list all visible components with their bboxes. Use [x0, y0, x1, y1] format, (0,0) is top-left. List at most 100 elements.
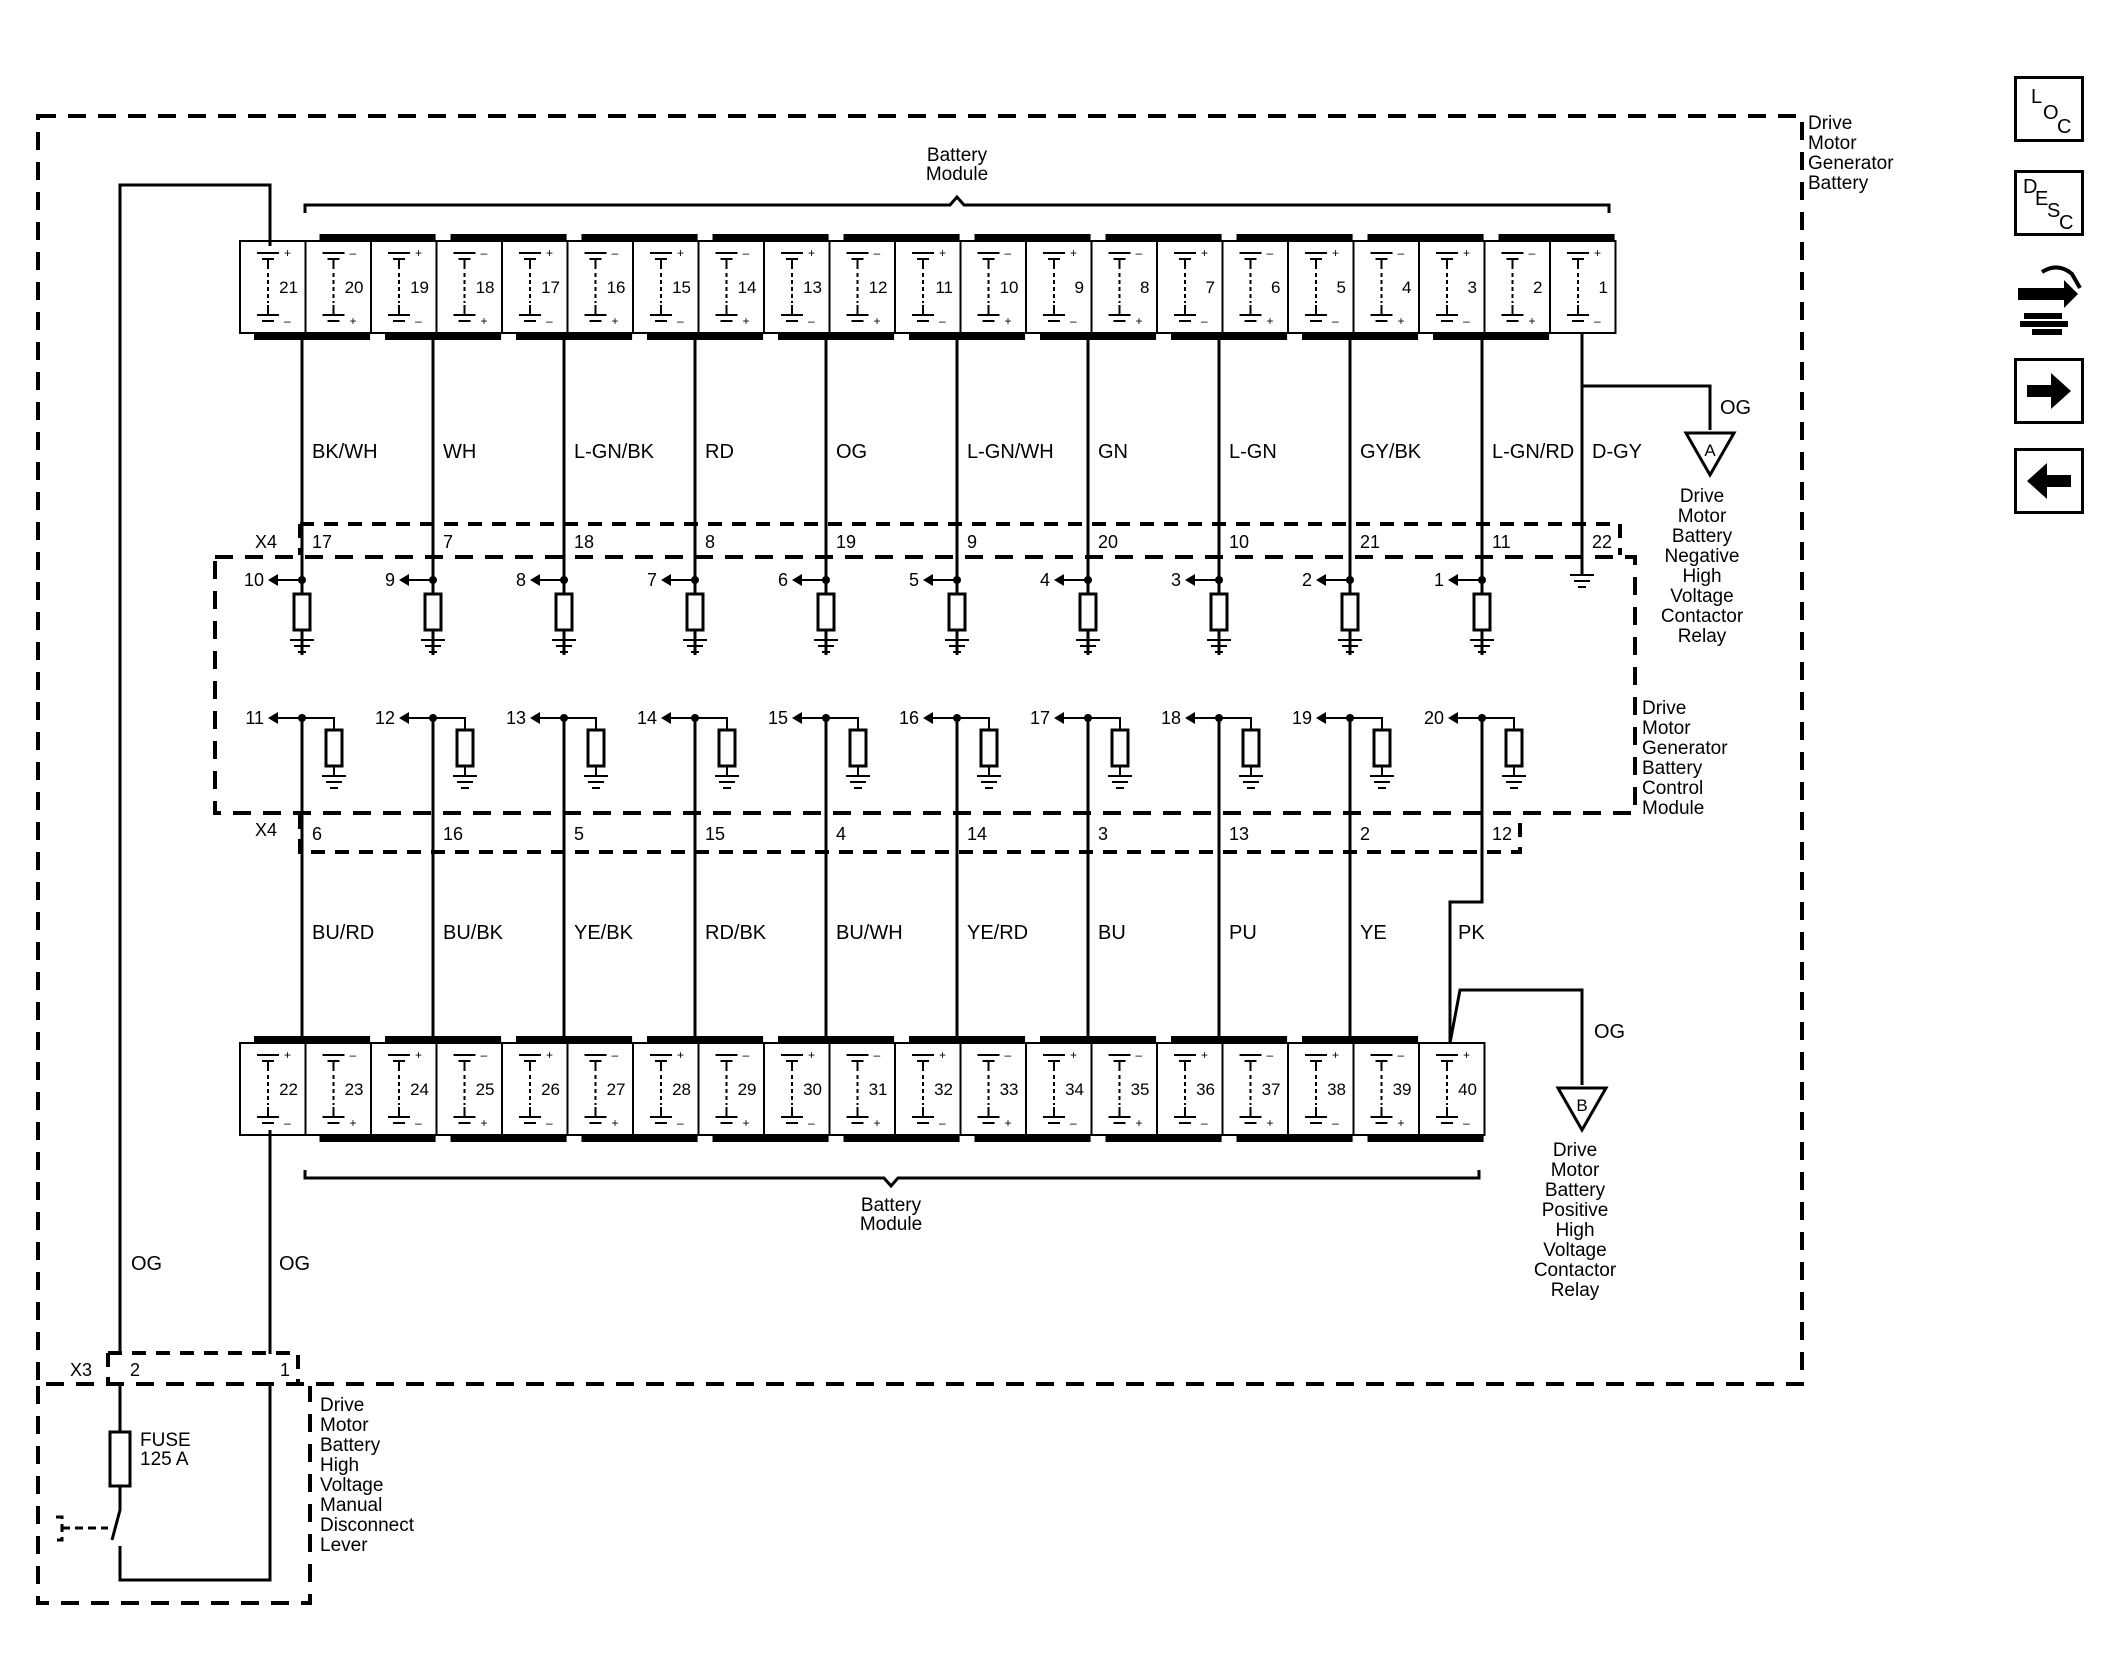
- ground-icon: [1239, 766, 1263, 789]
- resistor-icon: [1504, 728, 1524, 768]
- loc-icon: L O C: [2031, 86, 2071, 138]
- next-button[interactable]: [2014, 358, 2084, 424]
- x4-lower-connector-outline: [298, 815, 1522, 854]
- x4-pin-number: 3: [1098, 824, 1108, 844]
- cell-number: 19: [410, 278, 429, 297]
- svg-text:Drive: Drive: [1808, 113, 1852, 134]
- svg-text:–: –: [874, 246, 881, 260]
- ground-icon: [814, 630, 838, 653]
- svg-text:Drive: Drive: [1553, 1140, 1597, 1161]
- internal-pin-number: 6: [778, 570, 788, 590]
- connector-button[interactable]: [2014, 258, 2084, 340]
- x4-pin-number: 5: [574, 824, 584, 844]
- cell-number: 18: [476, 278, 495, 297]
- resistor-icon: [848, 728, 868, 768]
- wire-color-label: GN: [1098, 441, 1128, 463]
- previous-button[interactable]: [2014, 448, 2084, 514]
- x4-pin-number: 14: [967, 824, 987, 844]
- arrow-left-icon: [792, 574, 802, 586]
- svg-text:Voltage: Voltage: [1670, 586, 1733, 607]
- svg-text:Battery: Battery: [861, 1195, 922, 1216]
- left-return-wire: [118, 183, 272, 1354]
- svg-text:High: High: [1682, 566, 1721, 587]
- svg-text:+: +: [481, 1116, 488, 1130]
- svg-text:S: S: [2047, 200, 2060, 222]
- cell-number: 7: [1206, 278, 1215, 297]
- svg-text:+: +: [1529, 314, 1536, 328]
- svg-text:Relay: Relay: [1678, 626, 1727, 647]
- internal-pin-number: 4: [1040, 570, 1050, 590]
- x4-pin-number: 15: [705, 824, 725, 844]
- wire-color-label: BU/RD: [312, 922, 374, 944]
- battery-cell: +–38: [1287, 1042, 1355, 1136]
- battery-cell: –+33: [959, 1042, 1027, 1136]
- svg-text:+: +: [1005, 1116, 1012, 1130]
- svg-text:–: –: [1594, 314, 1601, 328]
- resistor-icon: [586, 728, 606, 768]
- desc-button[interactable]: D E S C: [2014, 170, 2084, 236]
- svg-text:–: –: [1136, 246, 1143, 260]
- svg-text:E: E: [2035, 188, 2048, 210]
- svg-text:+: +: [939, 1048, 946, 1062]
- arrow-left-icon: [1316, 712, 1326, 724]
- wire-color-label: GY/BK: [1360, 441, 1422, 463]
- negative-relay-label: Drive Motor Battery Negative High Voltag…: [1661, 486, 1744, 647]
- battery-cell: –+8: [1090, 240, 1158, 334]
- cell-number: 20: [345, 278, 364, 297]
- cell-number: 2: [1533, 278, 1542, 297]
- svg-text:Generator: Generator: [1808, 153, 1894, 174]
- x4-pin-number: 4: [836, 824, 846, 844]
- ground-icon: [1570, 574, 1594, 588]
- svg-text:–: –: [1070, 1116, 1077, 1130]
- loc-button[interactable]: L O C: [2014, 76, 2084, 142]
- battery-cell: +–1: [1549, 240, 1617, 334]
- cell-number: 15: [672, 278, 691, 297]
- wire-color-label: BU/WH: [836, 922, 903, 944]
- arrow-left-icon: [1185, 574, 1195, 586]
- svg-text:+: +: [1398, 314, 1405, 328]
- cell-number: 25: [476, 1080, 495, 1099]
- cell-number: 30: [803, 1080, 822, 1099]
- svg-text:+: +: [874, 314, 881, 328]
- positive-relay-wire: [1448, 988, 1584, 1085]
- arrow-left-icon: [661, 712, 671, 724]
- positive-relay-marker: B: [1576, 1096, 1587, 1115]
- battery-cell: + – 30: [763, 1042, 831, 1136]
- svg-text:+: +: [284, 1048, 291, 1062]
- cell-number: 10: [1000, 278, 1019, 297]
- arrow-left-icon: [399, 574, 409, 586]
- svg-text:Positive: Positive: [1542, 1200, 1609, 1221]
- internal-pin-number: 13: [506, 708, 526, 728]
- cell-number: 5: [1337, 278, 1346, 297]
- ground-icon: [552, 630, 576, 653]
- resistor-icon: [423, 592, 443, 632]
- x4-lower-connector-label: X4: [255, 820, 277, 840]
- cell-number: 32: [934, 1080, 953, 1099]
- svg-text:Battery: Battery: [927, 145, 988, 166]
- internal-pin-number: 5: [909, 570, 919, 590]
- battery-cell: –+37: [1221, 1042, 1289, 1136]
- svg-text:–: –: [1267, 246, 1274, 260]
- battery-cell: –+29: [697, 1042, 765, 1136]
- svg-text:+: +: [677, 1048, 684, 1062]
- svg-text:Lever: Lever: [320, 1535, 368, 1556]
- svg-text:–: –: [743, 1048, 750, 1062]
- battery-enclosure-label: Drive Motor Generator Battery: [1808, 113, 1894, 194]
- wire-color-label: BU: [1098, 922, 1126, 944]
- svg-text:–: –: [808, 1116, 815, 1130]
- arrow-left-icon: [530, 712, 540, 724]
- svg-text:+: +: [808, 1048, 815, 1062]
- svg-text:–: –: [284, 1116, 291, 1130]
- x4-pin-number: 2: [1360, 824, 1370, 844]
- battery-cell: –+31: [828, 1042, 896, 1136]
- svg-text:+: +: [1332, 246, 1339, 260]
- svg-text:–: –: [1529, 246, 1536, 260]
- top-module-brace: [303, 194, 1611, 213]
- svg-text:Disconnect: Disconnect: [320, 1515, 415, 1536]
